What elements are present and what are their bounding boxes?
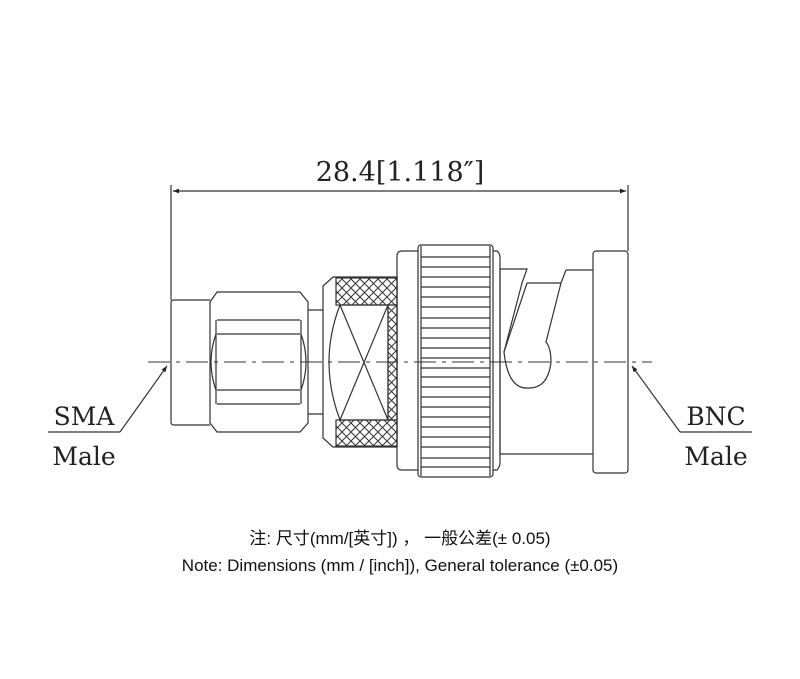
bnc-coupling-nut xyxy=(396,244,501,478)
note-english: Note: Dimensions (mm / [inch]), General … xyxy=(181,556,619,575)
bnc-male-label: Male xyxy=(684,442,747,471)
bnc-leader xyxy=(631,365,752,433)
bnc-body xyxy=(499,250,629,474)
dimension-label: 28.4[1.118″] xyxy=(316,157,485,188)
sma-male-label: Male xyxy=(52,442,115,471)
bnc-label: BNC xyxy=(686,402,745,431)
sma-label: SMA xyxy=(54,402,116,431)
sma-leader xyxy=(48,365,168,433)
note-chinese: 注: 尺寸(mm/[英寸]) ， 一般公差(± 0.05) xyxy=(249,529,551,548)
dimension-line xyxy=(170,185,629,300)
